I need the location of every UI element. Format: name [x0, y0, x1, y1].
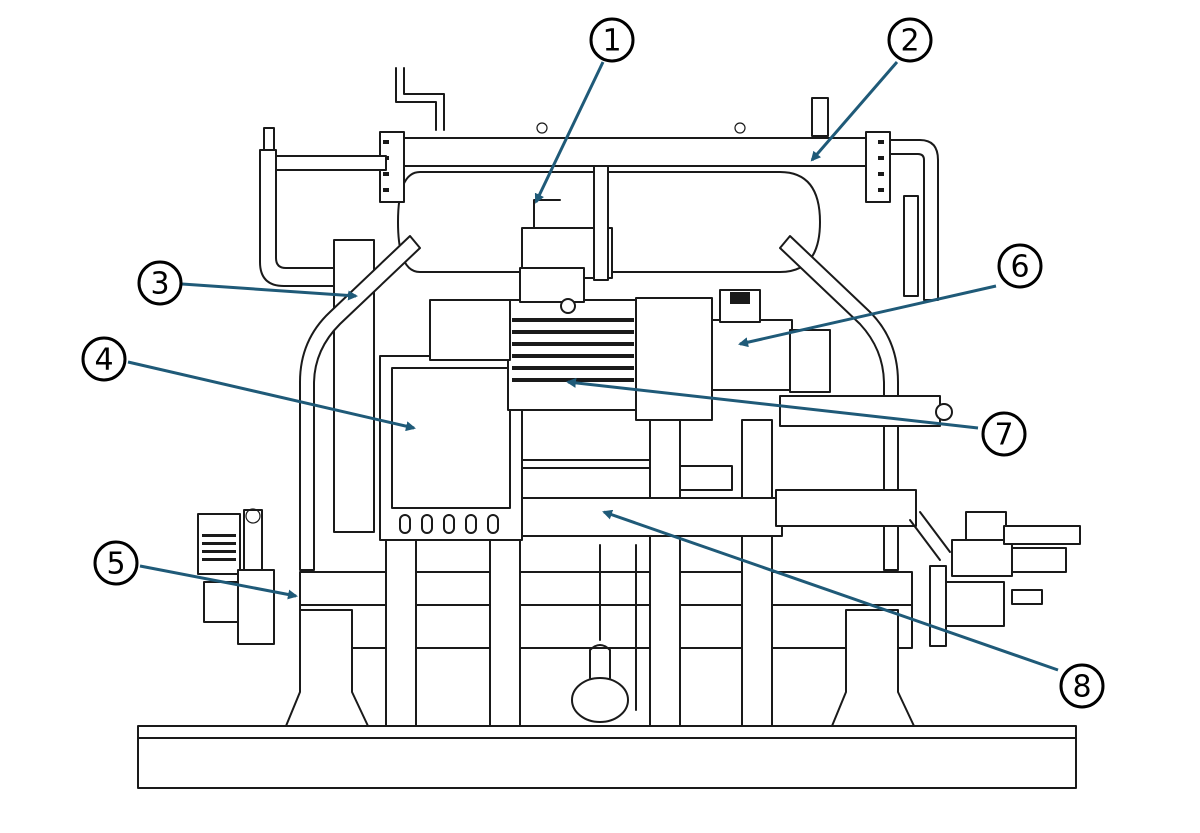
- svg-text:8: 8: [1072, 670, 1091, 705]
- svg-text:2: 2: [900, 24, 919, 59]
- arrow-8: [602, 509, 1059, 672]
- callout-3: 3: [137, 260, 183, 306]
- svg-text:3: 3: [150, 267, 169, 302]
- arrow-4: [127, 360, 416, 432]
- svg-text:4: 4: [94, 343, 113, 378]
- callout-8: 8: [1059, 663, 1105, 709]
- base-skid: [137, 725, 1077, 789]
- arrow-3: [181, 282, 358, 301]
- callout-2: 2: [887, 17, 933, 63]
- left-filter-assembly: [259, 127, 899, 571]
- callout-4: 4: [81, 336, 127, 382]
- callout-1: 1: [589, 17, 635, 63]
- control-panel: [379, 355, 523, 541]
- arrow-1: [534, 61, 605, 204]
- callout-7: 7: [981, 411, 1027, 457]
- svg-text:6: 6: [1010, 250, 1029, 285]
- arrow-5: [139, 564, 298, 600]
- svg-text:5: 5: [106, 547, 125, 582]
- arrow-2: [810, 61, 899, 162]
- left-pump-motor: [197, 508, 275, 645]
- svg-text:1: 1: [602, 24, 621, 59]
- callout-arrows: [127, 61, 1059, 672]
- arrow-7: [566, 377, 979, 430]
- arrow-6: [738, 284, 997, 348]
- electric-motor: [429, 267, 713, 421]
- right-compressor: [711, 289, 953, 427]
- svg-text:7: 7: [994, 418, 1013, 453]
- callout-6: 6: [997, 243, 1043, 289]
- top-heat-exchanger: [379, 67, 939, 301]
- callout-5: 5: [93, 540, 139, 586]
